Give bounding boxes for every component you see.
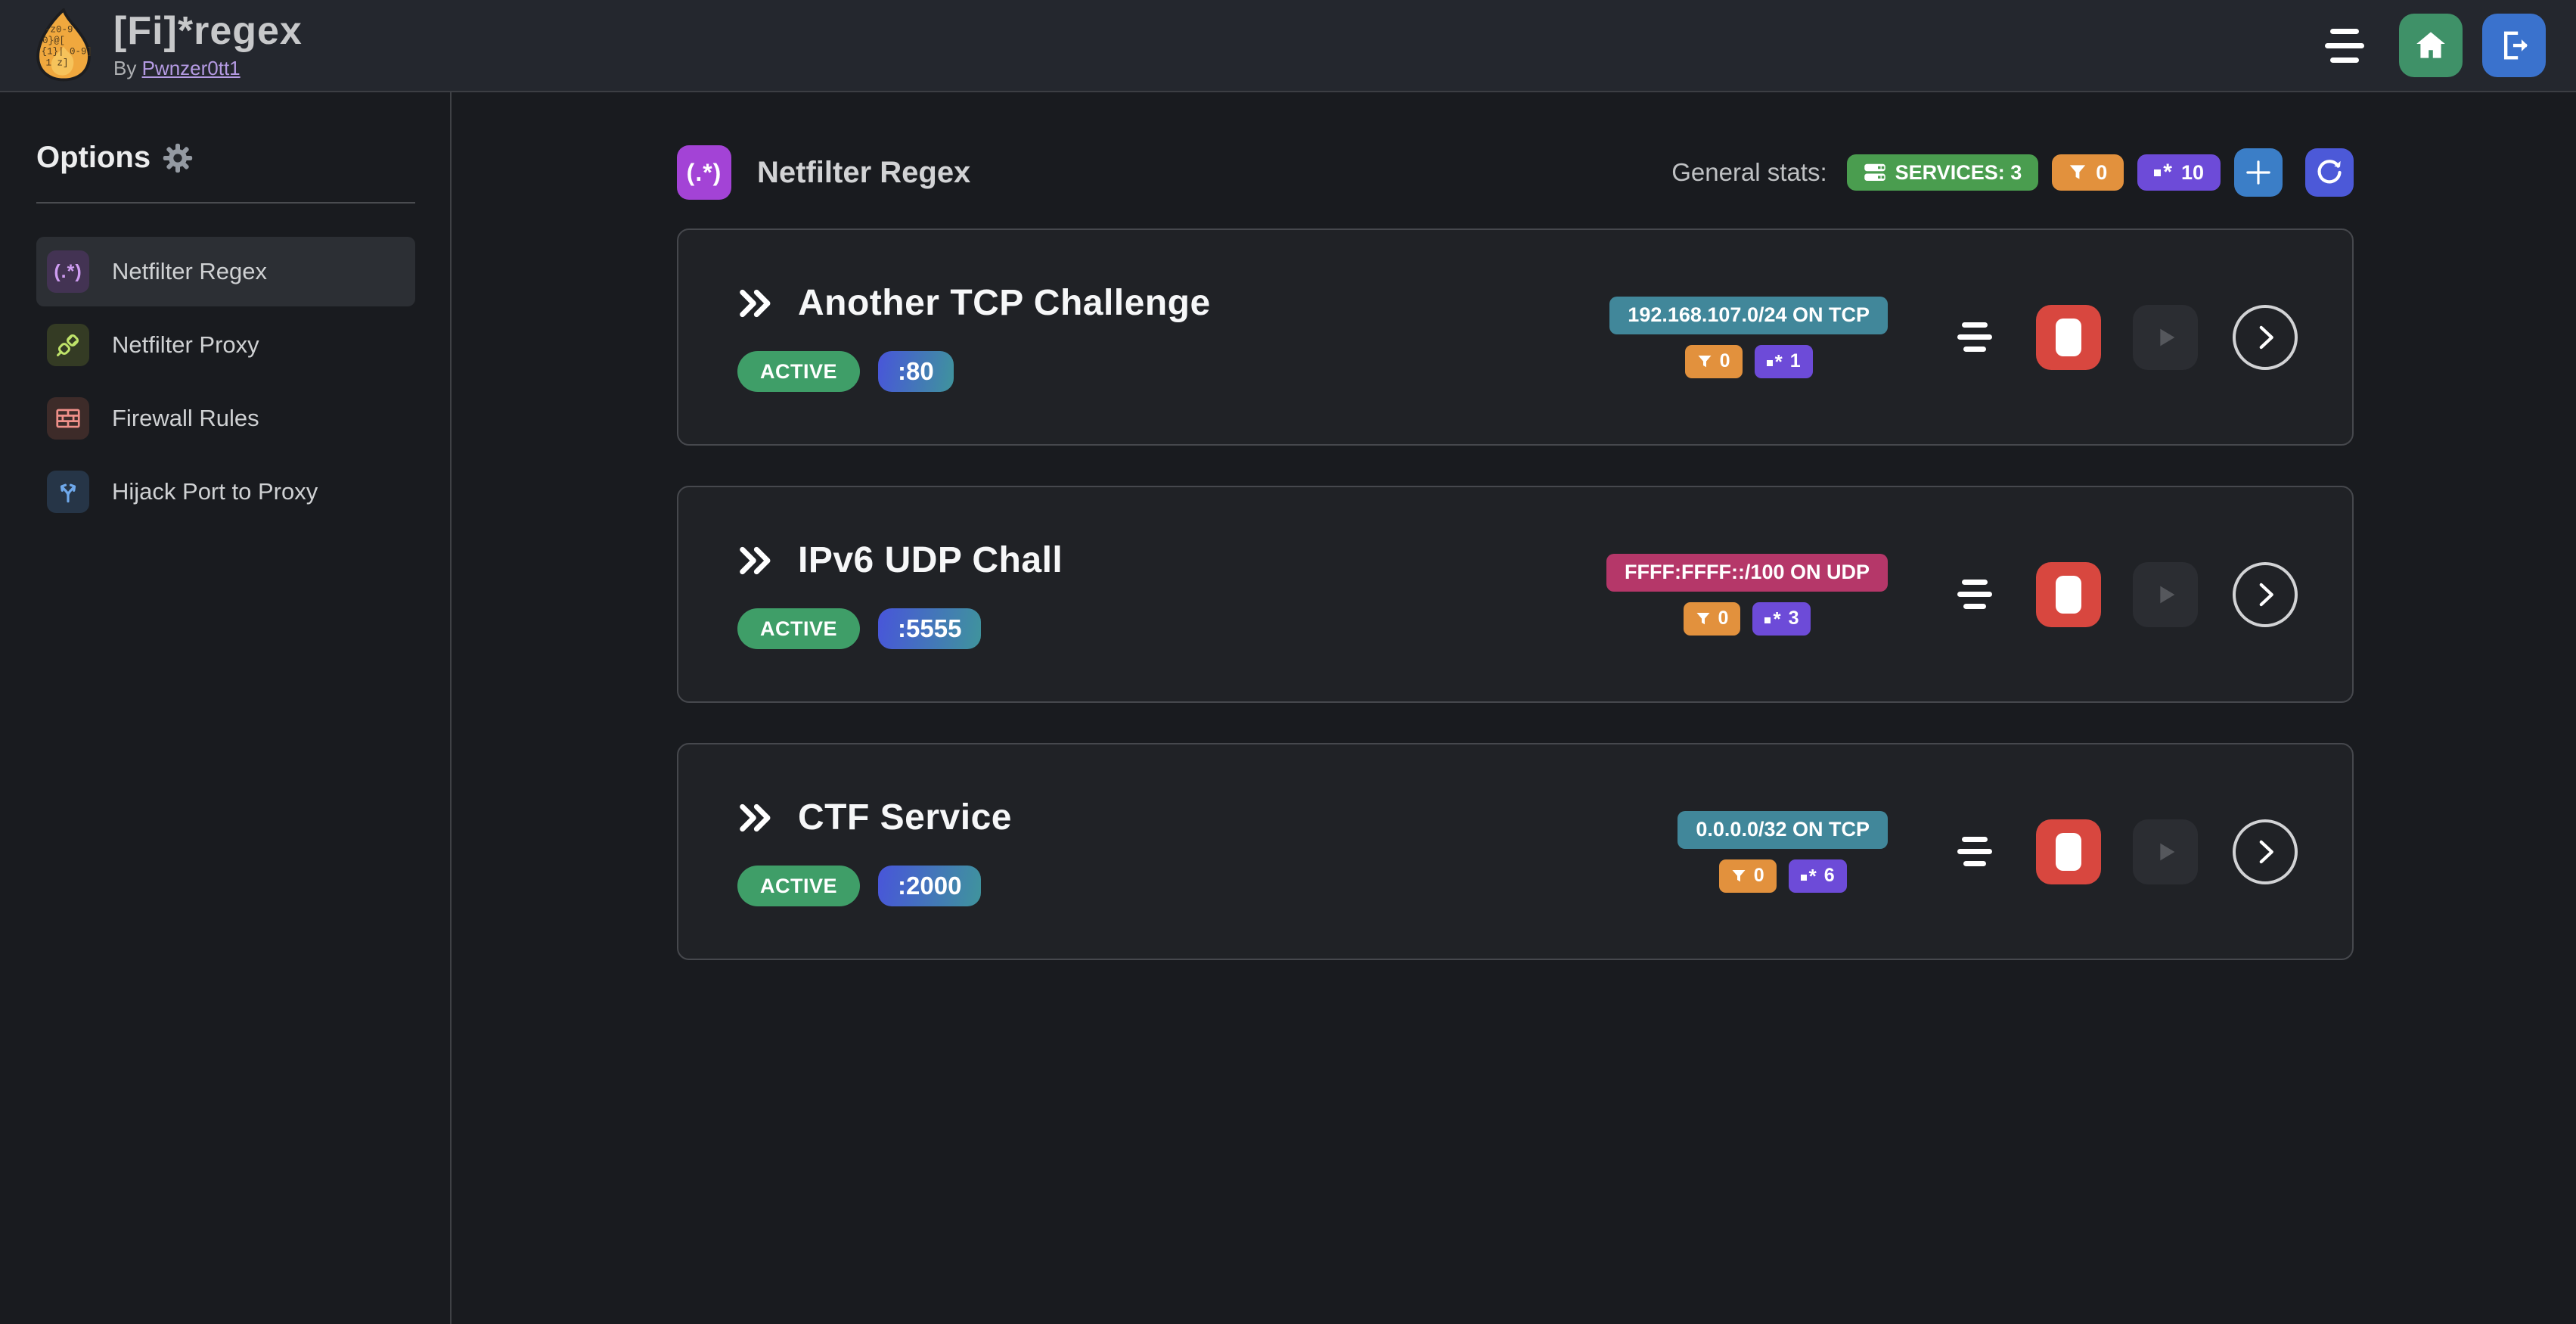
server-icon [1864,163,1885,181]
play-icon [2160,586,2175,603]
svg-text:{1}| 0-9]: {1}| 0-9] [42,47,92,57]
service-regex-badge: * 6 [1788,859,1847,893]
port-badge: :80 [878,351,954,392]
svg-text:-z0-9: -z0-9 [45,24,73,35]
service-card-0: Another TCP Challenge ACTIVE :80 192.168… [677,228,2354,446]
add-service-button[interactable] [2234,148,2283,197]
service-filters-badge: 0 [1683,601,1741,636]
sidebar-item-hijack-port[interactable]: Hijack Port to Proxy [36,457,415,527]
address-badge: 0.0.0.0/32 ON TCP [1678,810,1888,849]
top-bar: -z0-9 0}@[ {1}| 0-9] 1 z] [Fi]*regex By … [0,0,2576,92]
start-service-button[interactable] [2133,304,2198,370]
service-name: CTF Service [798,797,1012,838]
main-panel: (.*) Netfilter Regex General stats: SERV… [452,92,2576,1324]
port-badge: :5555 [878,608,982,649]
stop-icon [2056,575,2081,614]
sidebar-heading: Options [36,141,151,174]
stop-icon [2056,318,2081,356]
logout-icon [2503,31,2528,60]
services-count-badge: SERVICES: 3 [1846,154,2039,191]
brick-wall-icon [47,397,89,440]
stop-service-button[interactable] [2036,561,2101,627]
general-stats: General stats: SERVICES: 3 [1671,148,2354,197]
sidebar-item-firewall-rules[interactable]: Firewall Rules [36,384,415,453]
open-service-button[interactable] [2233,819,2298,884]
port-badge: :2000 [878,866,982,906]
plug-icon [47,324,89,366]
svg-text:0}@[: 0}@[ [42,36,65,46]
service-regex-badge: * 3 [1752,601,1811,636]
status-badge: ACTIVE [737,866,861,906]
funnel-icon [1696,612,1710,624]
service-menu-icon[interactable] [1957,837,1992,866]
flame-logo-icon: -z0-9 0}@[ {1}| 0-9] 1 z] [36,8,92,82]
chevron-right-icon [2259,840,2273,863]
double-chevron-icon [740,803,771,831]
author-link[interactable]: Pwnzer0tt1 [141,56,241,79]
chevron-right-icon [2259,325,2273,349]
home-button[interactable] [2399,14,2463,77]
open-service-button[interactable] [2233,561,2298,627]
section-title: Netfilter Regex [757,155,971,189]
stop-icon [2056,832,2081,871]
app-title: [Fi]*regex [113,9,303,54]
stop-service-button[interactable] [2036,304,2101,370]
sidebar-item-label: Netfilter Proxy [112,331,259,358]
start-service-button[interactable] [2133,819,2198,884]
sidebar-divider [36,202,415,204]
status-badge: ACTIVE [737,608,861,649]
funnel-icon [1698,355,1712,367]
dot-star-icon: * [1800,866,1817,886]
service-filters-badge: 0 [1718,859,1777,893]
byline: By Pwnzer0tt1 [113,57,303,80]
service-name: Another TCP Challenge [798,283,1211,323]
gear-icon [163,143,193,172]
dot-star-icon: * [2154,161,2172,184]
funnel-icon [1732,869,1746,881]
double-chevron-icon [740,546,771,574]
plus-icon [2246,160,2270,185]
home-icon [2416,32,2445,58]
section-header: (.*) Netfilter Regex General stats: SERV… [677,145,2354,200]
stats-label: General stats: [1671,158,1827,186]
dot-star-icon: * [1764,609,1781,629]
service-filters-badge: 0 [1684,344,1743,378]
sidebar-item-netfilter-regex[interactable]: (.*) Netfilter Regex [36,237,415,306]
play-icon [2160,843,2175,860]
service-menu-icon[interactable] [1957,322,1992,352]
service-card-1: IPv6 UDP Chall ACTIVE :5555 FFFF:FFFF::/… [677,486,2354,703]
svg-text:1 z]: 1 z] [46,57,69,68]
double-chevron-icon [740,289,771,317]
status-badge: ACTIVE [737,351,861,392]
sidebar-item-label: Firewall Rules [112,405,259,431]
play-icon [2160,328,2175,346]
open-service-button[interactable] [2233,304,2298,370]
filters-count-badge: 0 [2052,154,2124,191]
sidebar-item-label: Netfilter Regex [112,258,268,284]
regex-section-icon: (.*) [677,145,731,200]
sidebar-item-label: Hijack Port to Proxy [112,478,318,505]
funnel-icon [2070,165,2086,179]
service-name: IPv6 UDP Chall [798,540,1063,580]
regex-count-badge: * 10 [2137,154,2221,191]
stop-service-button[interactable] [2036,819,2101,884]
address-badge: FFFF:FFFF::/100 ON UDP [1606,553,1888,592]
menu-icon[interactable] [2325,28,2364,63]
start-service-button[interactable] [2133,561,2198,627]
sidebar-item-netfilter-proxy[interactable]: Netfilter Proxy [36,310,415,380]
logout-button[interactable] [2482,14,2546,77]
service-regex-badge: * 1 [1754,344,1813,378]
byline-prefix: By [113,56,137,79]
fork-arrows-icon [47,471,89,513]
refresh-button[interactable] [2305,148,2354,197]
regex-icon: (.*) [47,250,89,293]
refresh-icon [2317,160,2342,184]
sidebar: Options (.*) Netfilter Regex [0,92,452,1324]
service-card-2: CTF Service ACTIVE :2000 0.0.0.0/32 ON T… [677,743,2354,960]
service-menu-icon[interactable] [1957,580,1992,609]
address-badge: 192.168.107.0/24 ON TCP [1609,296,1888,334]
chevron-right-icon [2259,583,2273,606]
dot-star-icon: * [1766,352,1783,371]
service-list: Another TCP Challenge ACTIVE :80 192.168… [677,228,2354,960]
